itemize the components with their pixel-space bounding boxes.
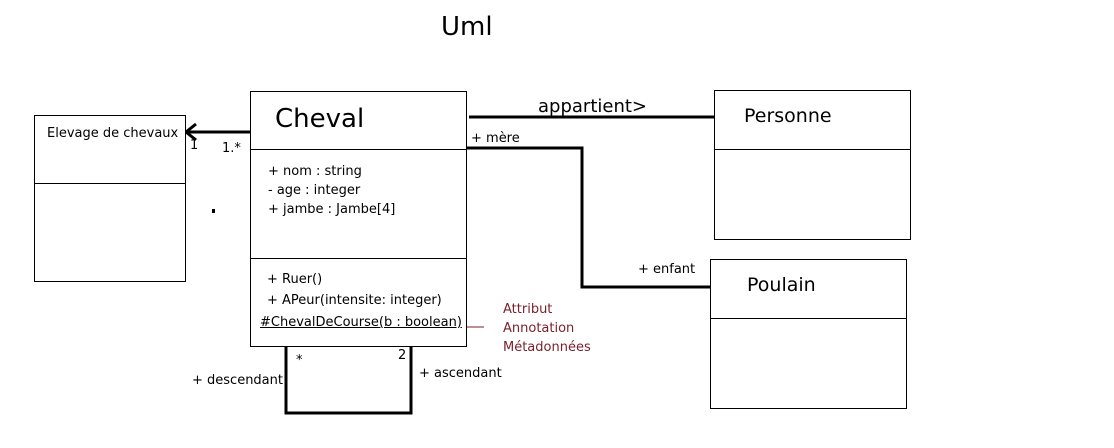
class-personne[interactable]: Personne (714, 90, 911, 240)
attribute-age: - age : integer (268, 183, 361, 198)
enfant-role-label: + enfant (638, 262, 696, 277)
appartient-label: appartient> (538, 96, 647, 117)
note-metadonnees: Métadonnées (503, 340, 591, 355)
elevage-multiplicity: 1 (190, 138, 199, 153)
class-poulain-name: Poulain (747, 274, 816, 296)
class-elevage-name: Elevage de chevaux (47, 126, 179, 141)
note-annotation: Annotation (503, 321, 575, 336)
method-cheval-de-course: #ChevalDeCourse(b : boolean) (260, 315, 462, 330)
mere-enfant-line (467, 146, 711, 289)
class-elevage-divider (35, 183, 185, 184)
attribute-jambe: + jambe : Jambe[4] (268, 202, 396, 217)
ascendant-role-label: + ascendant (419, 366, 502, 381)
class-cheval-name: Cheval (275, 104, 365, 134)
ascendant-multiplicity: 2 (398, 348, 407, 363)
class-poulain-divider (711, 318, 906, 319)
descendant-multiplicity: * (296, 353, 303, 368)
self-association-loop (284, 346, 413, 415)
class-personne-name: Personne (744, 105, 832, 127)
stray-dot (212, 209, 215, 213)
elevage-arrowhead (183, 122, 197, 142)
class-poulain[interactable]: Poulain (710, 259, 907, 409)
descendant-role-label: + descendant (192, 373, 283, 388)
attribute-nom: + nom : string (268, 164, 362, 179)
cheval-multiplicity: 1.* (222, 141, 241, 156)
class-personne-divider (715, 149, 910, 150)
note-attribut: Attribut (503, 302, 553, 317)
page-title: Uml (441, 12, 493, 42)
class-cheval-divider-attributes (251, 149, 466, 150)
method-apeur: + APeur(intensite: integer) (267, 293, 442, 308)
class-cheval-divider-methods (251, 258, 466, 259)
mere-role-label: + mère (471, 131, 520, 146)
class-cheval[interactable]: Cheval + nom : string - age : integer + … (250, 91, 467, 347)
method-ruer: + Ruer() (267, 272, 323, 287)
class-elevage[interactable]: Elevage de chevaux (34, 115, 186, 282)
